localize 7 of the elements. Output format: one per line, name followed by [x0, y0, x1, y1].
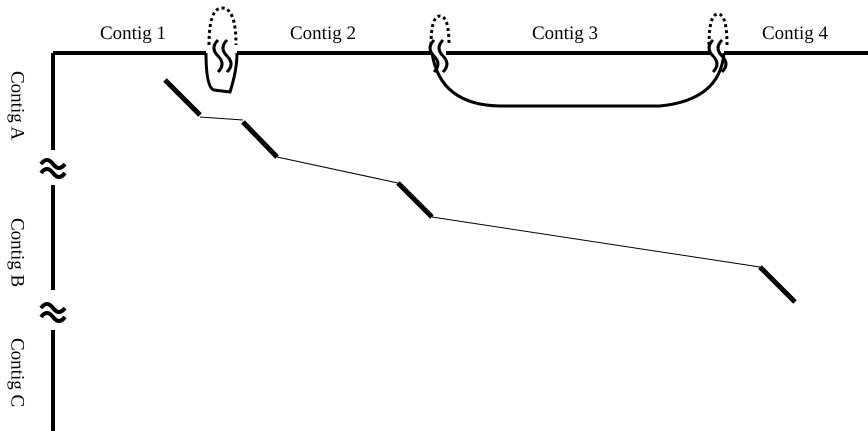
contig-label: Contig 2 [290, 24, 356, 42]
contig-label: Contig 4 [762, 24, 828, 42]
contig-label: Contig 1 [100, 24, 166, 42]
contig-label: Contig A [8, 70, 26, 140]
contig-label: Contig C [8, 338, 26, 407]
contig-label: Contig 3 [532, 24, 598, 42]
contig-label: Contig B [8, 218, 26, 287]
